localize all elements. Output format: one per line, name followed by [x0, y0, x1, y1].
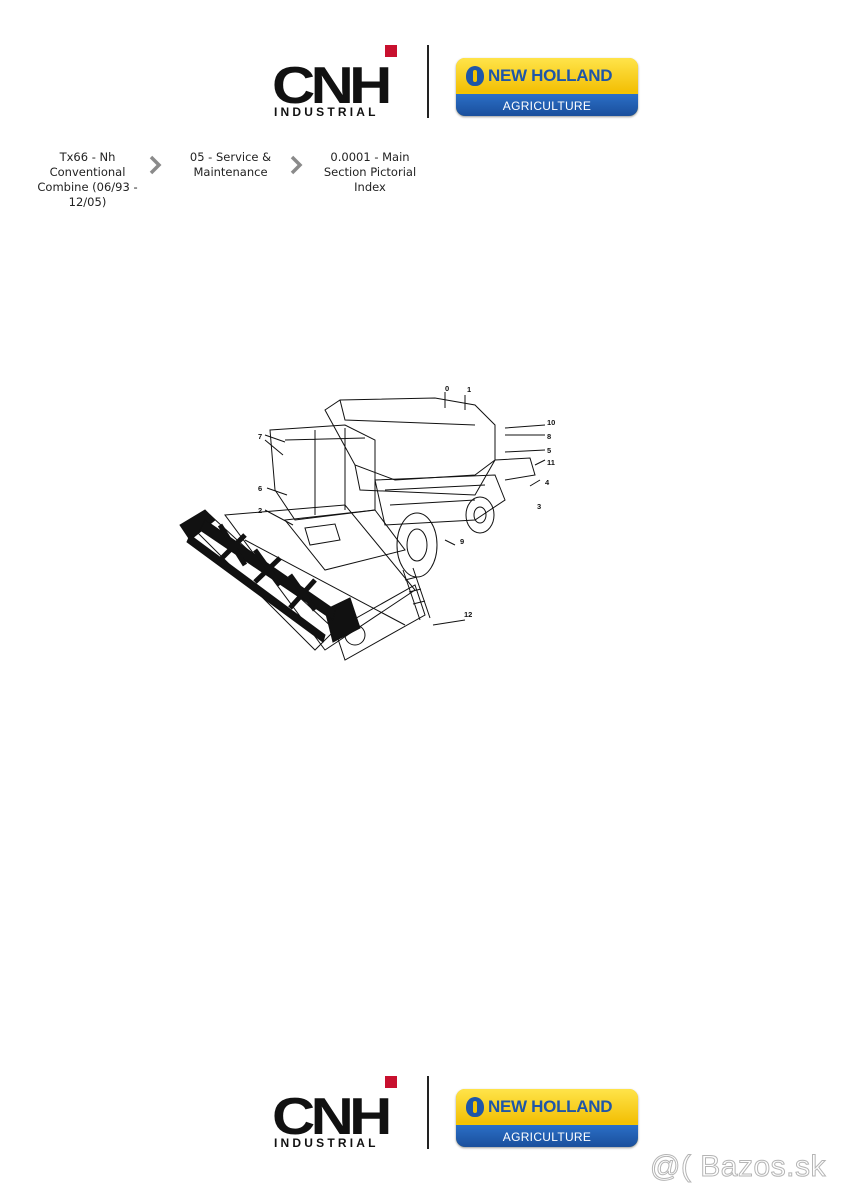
combine-pictorial-diagram: 0 1 10 8 5 11 4 3 7 6 2 9 12 [175, 380, 595, 680]
new-holland-title: NEW HOLLAND [488, 66, 613, 85]
callout-1: 1 [467, 385, 472, 394]
chevron-right-icon [290, 155, 303, 175]
combine-harvester-drawing [179, 392, 546, 661]
breadcrumb-item-model[interactable]: Tx66 - Nh Conventional Combine (06/93 - … [37, 150, 138, 209]
new-holland-subtitle: AGRICULTURE [502, 1130, 592, 1144]
callout-4: 4 [545, 478, 550, 487]
callout-8: 8 [547, 432, 552, 441]
cnh-red-square-icon [385, 1076, 397, 1088]
logo-divider [427, 1076, 429, 1149]
callout-7: 7 [258, 432, 263, 441]
callout-3: 3 [537, 502, 542, 511]
callout-10: 10 [547, 418, 556, 427]
breadcrumb-item-section[interactable]: 05 - Service & Maintenance [189, 150, 272, 179]
new-holland-leaf-icon [466, 1097, 484, 1117]
breadcrumb-item-current: 0.0001 - Main Section Pictorial Index [323, 150, 417, 194]
callout-11: 11 [547, 458, 555, 467]
callout-0: 0 [445, 384, 450, 393]
cnh-logo-letters: CNH [272, 57, 392, 115]
new-holland-logo: NEW HOLLAND AGRICULTURE [456, 58, 638, 116]
new-holland-logo: NEW HOLLAND AGRICULTURE [456, 1089, 638, 1147]
bazos-watermark: @( Bazos.sk [650, 1150, 827, 1184]
cnh-industrial-logo: CNH INDUSTRIAL [272, 42, 400, 120]
header-logos: CNH INDUSTRIAL NEW HOLLAND AGRICULTURE [272, 42, 642, 122]
new-holland-title: NEW HOLLAND [488, 1097, 613, 1116]
footer-logos: CNH INDUSTRIAL NEW HOLLAND AGRICULTURE [272, 1073, 642, 1153]
new-holland-subtitle: AGRICULTURE [502, 99, 592, 113]
callout-12: 12 [464, 610, 473, 619]
cnh-logo-subtitle: INDUSTRIAL [274, 1136, 379, 1150]
cnh-logo-letters: CNH [272, 1088, 392, 1146]
new-holland-leaf-icon [466, 66, 484, 86]
chevron-right-icon [149, 155, 162, 175]
cnh-logo-subtitle: INDUSTRIAL [274, 105, 379, 119]
callout-6: 6 [258, 484, 263, 493]
callout-5: 5 [547, 446, 552, 455]
cnh-industrial-logo: CNH INDUSTRIAL [272, 1073, 400, 1151]
breadcrumb: Tx66 - Nh Conventional Combine (06/93 - … [30, 150, 450, 220]
callout-9: 9 [460, 537, 465, 546]
callout-2: 2 [258, 506, 263, 515]
logo-divider [427, 45, 429, 118]
cnh-red-square-icon [385, 45, 397, 57]
